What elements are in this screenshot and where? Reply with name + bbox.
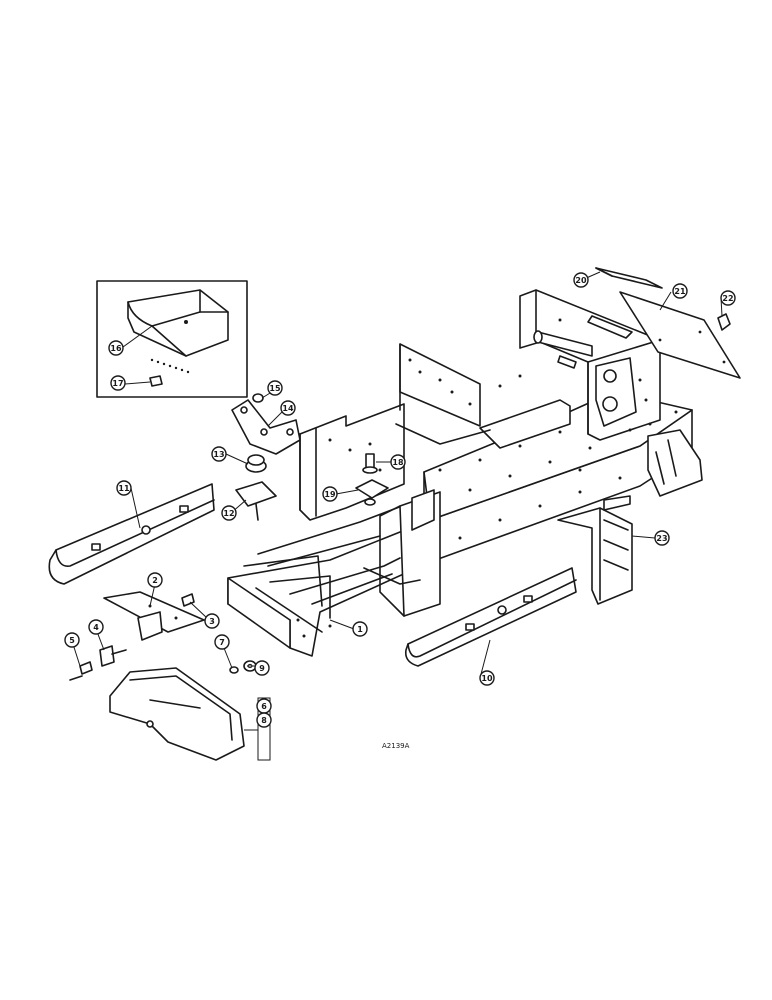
callout-labels: 1 2 3 4 5 6 7 8 9 10 11 12 13 14 15 16 1… <box>64 272 736 728</box>
part-18-bolt <box>362 453 378 474</box>
reference-code: A2139A <box>382 742 410 750</box>
callout-6: 6 <box>256 698 272 714</box>
part-15-nut <box>252 393 264 403</box>
part-21-panel <box>619 291 741 379</box>
svg-text:3: 3 <box>209 617 215 626</box>
svg-text:5: 5 <box>69 636 75 645</box>
callout-21: 21 <box>672 283 688 299</box>
callout-18: 18 <box>390 454 406 470</box>
callout-1: 1 <box>352 621 368 637</box>
part-2-plate <box>103 591 205 641</box>
part-23-bracket <box>557 495 633 605</box>
part-14-bracket <box>231 399 301 455</box>
callout-4: 4 <box>88 619 104 635</box>
svg-text:7: 7 <box>219 638 225 647</box>
svg-text:11: 11 <box>118 484 130 493</box>
svg-text:15: 15 <box>269 384 281 393</box>
svg-text:2: 2 <box>152 576 158 585</box>
part-5-bolt <box>69 661 93 681</box>
svg-text:12: 12 <box>223 509 234 518</box>
svg-text:8: 8 <box>261 716 267 725</box>
svg-text:20: 20 <box>575 276 587 285</box>
callout-3: 3 <box>204 613 220 629</box>
svg-text:19: 19 <box>324 490 336 499</box>
part-19-mount <box>355 479 389 506</box>
callout-19: 19 <box>322 486 338 502</box>
callout-5: 5 <box>64 632 80 648</box>
callout-10: 10 <box>479 670 495 686</box>
part-12-bracket <box>235 481 277 521</box>
svg-text:17: 17 <box>112 379 123 388</box>
callout-11: 11 <box>116 480 132 496</box>
part-22-clip <box>717 313 731 331</box>
svg-text:14: 14 <box>282 404 294 413</box>
inset-toolbox <box>96 280 248 398</box>
callout-2: 2 <box>147 572 163 588</box>
svg-text:10: 10 <box>481 674 493 683</box>
callout-20: 20 <box>573 272 589 288</box>
callout-15: 15 <box>267 380 283 396</box>
part-11-channel <box>48 483 215 585</box>
part-20-plate <box>595 267 663 289</box>
callout-23: 23 <box>654 530 670 546</box>
svg-text:16: 16 <box>110 344 122 353</box>
part-7-washer <box>229 666 239 674</box>
callout-9: 9 <box>254 660 270 676</box>
callout-7: 7 <box>214 634 230 650</box>
part-10-channel <box>404 567 577 667</box>
callout-22: 22 <box>720 290 736 306</box>
callout-14: 14 <box>280 400 296 416</box>
svg-text:9: 9 <box>259 664 265 673</box>
svg-text:6: 6 <box>261 702 267 711</box>
callout-17: 17 <box>110 375 126 391</box>
main-frame <box>227 289 703 657</box>
svg-text:21: 21 <box>674 287 686 296</box>
callout-12: 12 <box>221 505 237 521</box>
part-6-8-tray <box>109 667 245 761</box>
svg-text:1: 1 <box>357 625 363 634</box>
part-4-plate <box>99 645 127 667</box>
part-13-mount <box>245 454 267 473</box>
svg-text:23: 23 <box>656 534 667 543</box>
callout-13: 13 <box>211 446 227 462</box>
svg-text:22: 22 <box>722 294 733 303</box>
svg-text:4: 4 <box>93 623 99 632</box>
svg-text:18: 18 <box>392 458 404 467</box>
callout-16: 16 <box>108 340 124 356</box>
svg-text:13: 13 <box>213 450 224 459</box>
callout-8: 8 <box>256 712 272 728</box>
